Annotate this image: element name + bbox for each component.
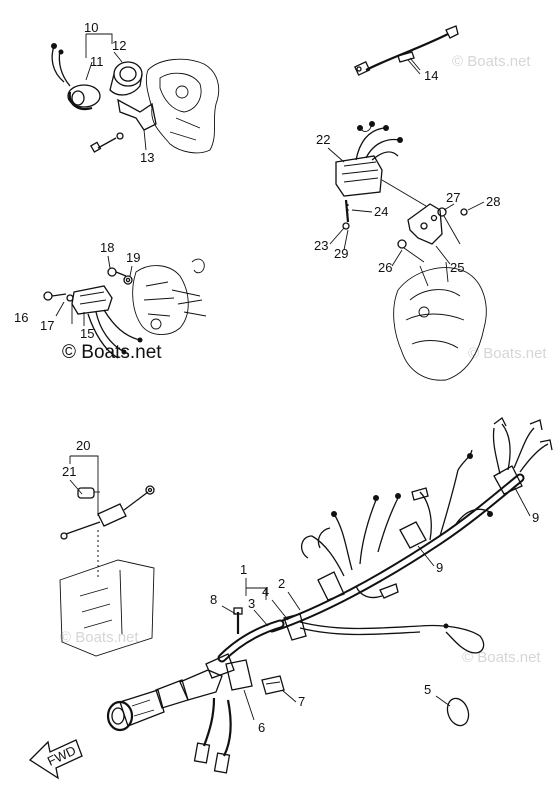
main-harness (106, 417, 553, 774)
part-label-1: 1 (240, 562, 247, 577)
part-label-3: 3 (248, 596, 255, 611)
watermark-main: © Boats.net (62, 342, 162, 363)
part-label-12: 12 (112, 38, 126, 53)
part-label-17: 17 (40, 318, 54, 333)
part-label-6: 6 (258, 720, 265, 735)
assembly-20-21 (59, 455, 155, 657)
part-label-10: 10 (84, 20, 98, 35)
part-label-18: 18 (100, 240, 114, 255)
part-label-7: 7 (298, 694, 305, 709)
part-label-15: 15 (80, 326, 94, 341)
part-label-8: 8 (210, 592, 217, 607)
watermark-bottom-right: © Boats.net (462, 649, 541, 666)
part-label-28: 28 (486, 194, 500, 209)
part-label-19: 19 (126, 250, 140, 265)
part-label-20: 20 (76, 438, 90, 453)
assembly-22-29 (335, 121, 487, 381)
part-label-23: 23 (314, 238, 328, 253)
part-labels: 1 2 3 4 5 6 7 8 9 9 10 11 12 13 14 15 16… (14, 20, 539, 735)
part-label-29: 29 (334, 246, 348, 261)
part-label-11: 11 (90, 54, 104, 69)
part-label-5: 5 (424, 682, 431, 697)
faint-watermarks: © Boats.net © Boats.net © Boats.net © Bo… (60, 53, 547, 666)
part-label-16: 16 (14, 310, 28, 325)
part-label-13: 13 (140, 150, 154, 165)
part-label-2: 2 (278, 576, 285, 591)
watermark-mid-right: © Boats.net (468, 345, 547, 362)
part-label-9a: 9 (436, 560, 443, 575)
assembly-10-13 (51, 33, 220, 154)
part-label-25: 25 (450, 260, 464, 275)
assembly-15-19 (43, 258, 207, 359)
watermark-top-right: © Boats.net (452, 53, 531, 70)
part-label-24: 24 (374, 204, 388, 219)
cable-14 (354, 25, 459, 76)
leader-lines (107, 59, 531, 721)
part-label-9b: 9 (532, 510, 539, 525)
part-label-21: 21 (62, 464, 76, 479)
part-label-26: 26 (378, 260, 392, 275)
part-label-22: 22 (316, 132, 330, 147)
watermark-bottom-left: © Boats.net (60, 629, 139, 646)
part-label-27: 27 (446, 190, 460, 205)
fwd-arrow: FWD (28, 739, 83, 780)
part-label-14: 14 (424, 68, 438, 83)
